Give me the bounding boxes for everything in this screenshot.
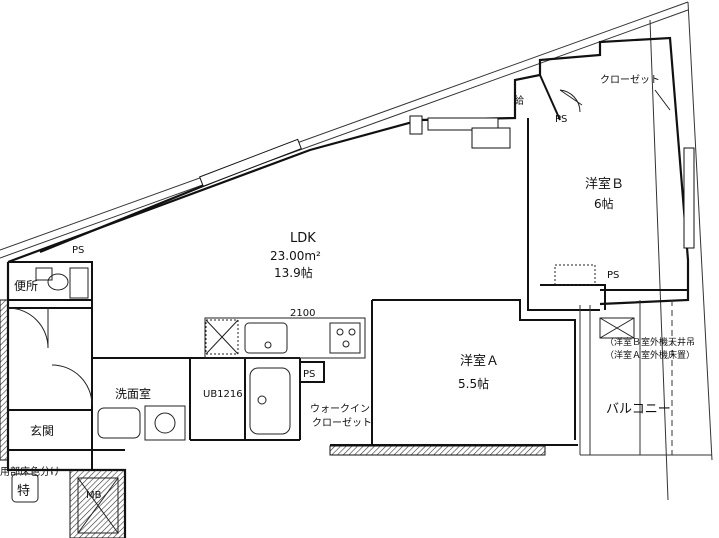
ldk-area: 23.00m²	[270, 249, 321, 263]
ps-label-western-b: PS	[607, 270, 619, 281]
supply-label: 給	[514, 94, 524, 107]
unit-bath-name: UB1216	[203, 389, 243, 400]
western-b-name: 洋室Ｂ	[585, 176, 624, 192]
ldk-name: LDK	[290, 231, 316, 246]
washroom-name: 洗面室	[115, 386, 151, 401]
western-b-tatami: 6帖	[594, 196, 614, 211]
balcony-name: バルコニー	[606, 402, 671, 417]
mb-box	[11, 473, 119, 534]
special-mark: 特	[17, 484, 30, 499]
kitchen-width-label: 2100	[290, 308, 315, 319]
kitchen-counter	[204, 317, 366, 359]
toilet-fixture	[35, 267, 89, 299]
hatched-walls	[0, 299, 546, 538]
ps-label-closet: PS	[303, 369, 315, 380]
bathtub	[249, 367, 291, 435]
walk-in-closet-line2: クローゼット	[312, 417, 372, 429]
ps-label-western-b-top: PS	[555, 114, 567, 125]
doors	[7, 89, 671, 406]
western-a-tatami: 5.5帖	[458, 376, 489, 391]
ac-note-a: （洋室Ａ室外機床置）	[605, 349, 695, 361]
ac-note-b: （洋室Ｂ室外機天井吊	[605, 336, 695, 348]
exterior-walls	[6, 36, 690, 538]
ldk-tatami: 13.9帖	[274, 265, 313, 280]
windows	[199, 115, 695, 249]
western-a-name: 洋室Ａ	[460, 353, 499, 369]
ps-label-toilet: PS	[72, 245, 84, 256]
entrance-name: 玄関	[30, 423, 54, 438]
closet-name: クローゼット	[600, 74, 660, 86]
ac-units	[554, 264, 635, 339]
washroom-fixtures	[97, 405, 186, 441]
balcony-edges	[579, 300, 712, 456]
common-area-label: 用部床色分け	[0, 465, 60, 478]
mb-label: MB	[86, 490, 102, 501]
walk-in-closet-line1: ウォークイン	[310, 403, 370, 415]
toilet-name: 便所	[14, 279, 38, 293]
site-boundary	[0, 1, 713, 501]
